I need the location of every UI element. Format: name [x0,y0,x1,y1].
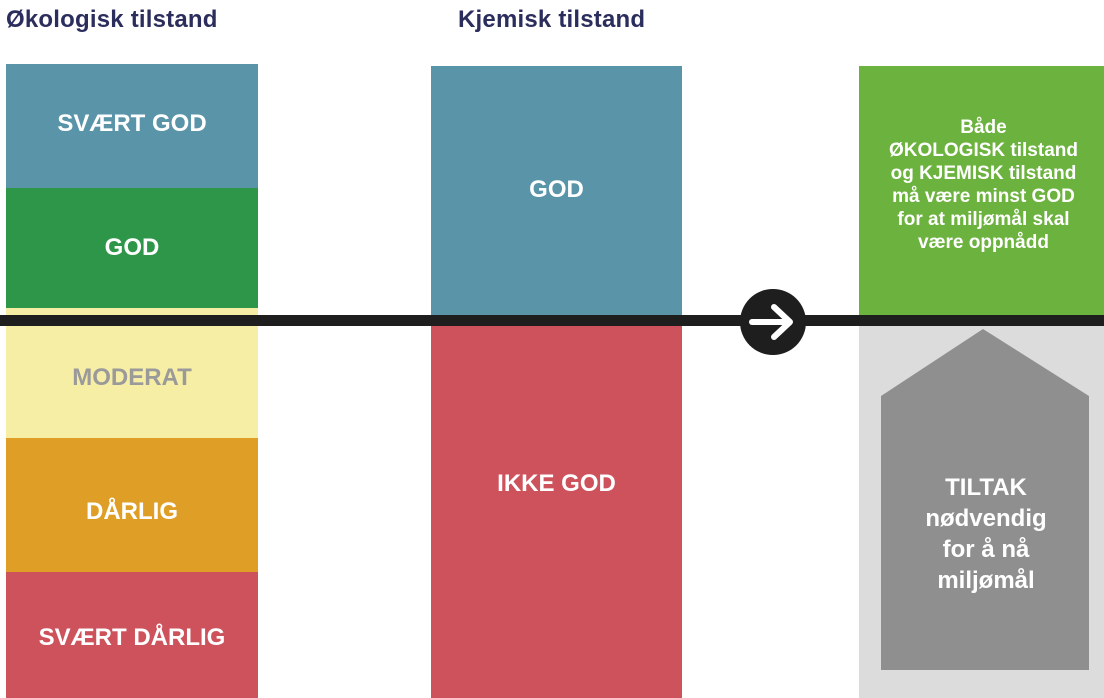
environmental-goal-text: Både ØKOLOGISK tilstand og KJEMISK tilst… [889,116,1078,253]
ecological-status-heading: Økologisk tilstand [6,6,218,33]
measures-text: TILTAK nødvendig for å nå miljømål [925,474,1047,594]
ecological-class-very-poor: SVÆRT DÅRLIG [6,572,258,698]
ecological-class-good: GOD [6,188,258,308]
ecological-class-very-good: SVÆRT GOD [6,64,258,188]
measures-panel: TILTAK nødvendig for å nå miljømål [859,324,1104,698]
threshold-line [0,315,1104,326]
chemical-class-good: GOD [431,66,682,317]
ecological-status-column: SVÆRT GOD GOD MODERAT DÅRLIG SVÆRT DÅRLI… [6,64,258,698]
ecological-class-poor: DÅRLIG [6,438,258,572]
chemical-status-column: GOD IKKE GOD [431,66,682,698]
ecological-class-moderate: MODERAT [6,308,258,438]
environmental-goal-box: Både ØKOLOGISK tilstand og KJEMISK tilst… [859,66,1104,317]
chemical-status-heading: Kjemisk tilstand [458,6,646,33]
arrow-right-circle-icon [740,289,806,355]
chemical-class-not-good: IKKE GOD [431,317,682,698]
up-arrow-shape-icon [881,329,1089,670]
